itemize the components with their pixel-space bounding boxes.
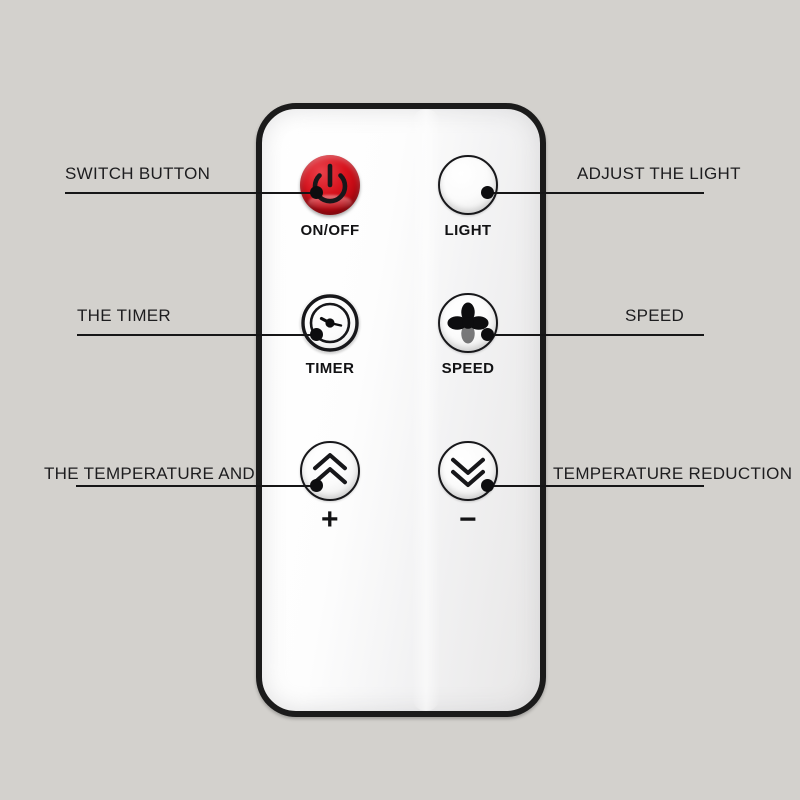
button-temperature-up[interactable]: + — [278, 441, 382, 536]
remote-control-body: ON/OFF LIGHT — [256, 103, 546, 717]
temp-down-button-face[interactable] — [438, 441, 498, 501]
annotation-the-temperature-and: THE TEMPERATURE AND — [44, 464, 255, 483]
leader-line-the-timer — [77, 334, 316, 336]
button-on-off[interactable]: ON/OFF — [278, 155, 382, 239]
leader-line-speed — [487, 334, 704, 336]
annotation-speed: SPEED — [625, 306, 685, 325]
remote-keypad: ON/OFF LIGHT — [262, 109, 540, 711]
button-speed[interactable]: SPEED — [416, 293, 520, 377]
chevron-double-up-icon — [313, 453, 347, 485]
leader-line-the-temperature-and — [76, 485, 316, 487]
annotation-temperature-reduction: TEMPERATURE REDUCTION — [553, 464, 793, 483]
chevron-double-down-icon — [451, 457, 485, 488]
power-button-face[interactable] — [300, 155, 360, 215]
temp-up-button-face[interactable] — [300, 441, 360, 501]
timer-button-face[interactable] — [300, 293, 360, 353]
annotation-the-timer: THE TIMER — [77, 306, 172, 325]
button-light[interactable]: LIGHT — [416, 155, 520, 239]
button-label-on-off: ON/OFF — [300, 222, 360, 239]
leader-dot-adjust-the-light — [481, 186, 494, 199]
speed-button-face[interactable] — [438, 293, 498, 353]
button-label-temperature-up: + — [321, 503, 339, 536]
power-icon — [312, 163, 348, 204]
button-label-temperature-down: − — [459, 503, 477, 536]
leader-line-adjust-the-light — [487, 192, 704, 194]
annotation-switch-button: SWITCH BUTTON — [65, 164, 211, 183]
fan-icon — [447, 302, 489, 344]
light-circle-icon — [440, 157, 496, 213]
leader-dot-speed — [481, 328, 494, 341]
button-label-speed: SPEED — [441, 360, 495, 377]
button-timer[interactable]: TIMER — [278, 293, 382, 377]
leader-dot-temperature-reduction — [481, 479, 494, 492]
leader-dot-the-temperature-and — [310, 479, 323, 492]
leader-dot-switch-button — [310, 186, 323, 199]
leader-line-switch-button — [65, 192, 316, 194]
button-label-light: LIGHT — [444, 222, 492, 239]
annotation-adjust-the-light: ADJUST THE LIGHT — [577, 164, 741, 183]
button-label-timer: TIMER — [305, 360, 355, 377]
leader-line-temperature-reduction — [487, 485, 704, 487]
clock-icon — [301, 294, 359, 352]
leader-dot-the-timer — [310, 328, 323, 341]
light-button-face[interactable] — [438, 155, 498, 215]
